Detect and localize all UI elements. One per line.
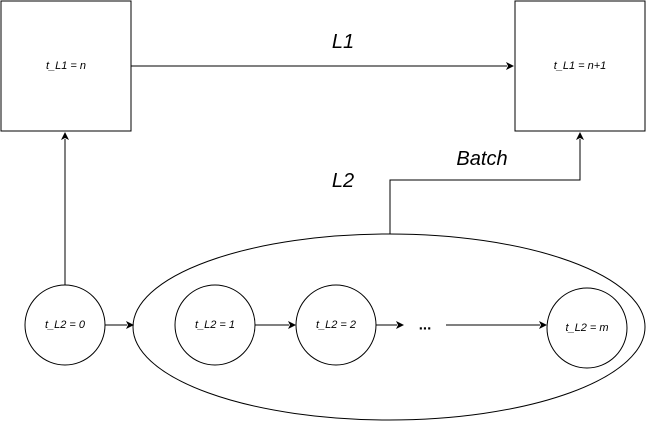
edge-batch [389,139,581,234]
l2-batch-ellipse [132,233,646,421]
l1-box-n-label: t_L1 = n [46,60,86,72]
edge-l1-arrowhead [506,62,514,70]
edge-l2-0-to-l1-n-arrowhead [61,132,69,140]
l1-box-n-plus-1 [514,0,646,132]
edge-l2-2-to-ellipsis-arrowhead [396,321,404,329]
label-l1: L1 [332,31,354,53]
l2-node-2-label: t_L2 = 2 [316,319,356,331]
label-batch: Batch [456,148,507,170]
edge-l2-0-to-batch-arrowhead [126,321,134,329]
l2-node-1-label: t_L2 = 1 [195,319,235,331]
l1-box-n-plus-1-label: t_L1 = n+1 [554,60,607,72]
l2-node-0-label: t_L2 = 0 [45,319,86,331]
l2-node-m-label: t_L2 = m [565,322,608,334]
edge-ellipsis-to-l2-m-arrowhead [539,321,547,329]
edge-batch-arrowhead [576,132,584,140]
edge-l2-1-to-l2-2-arrowhead [288,321,296,329]
ellipsis: ... [419,317,432,334]
l2-node-m [546,287,628,369]
label-l2: L2 [332,170,354,192]
l1-box-n [0,0,132,132]
